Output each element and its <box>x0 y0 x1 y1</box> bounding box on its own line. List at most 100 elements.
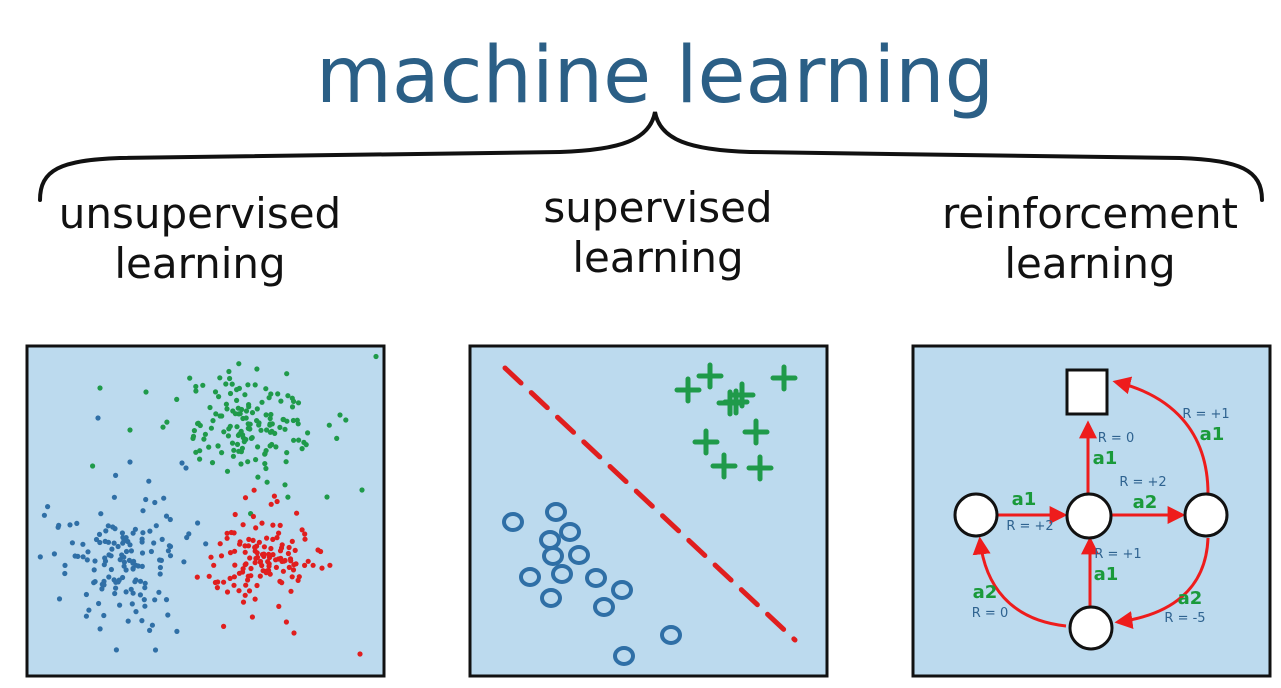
cluster-point-red <box>236 570 242 576</box>
terminal-state <box>1065 368 1109 416</box>
cluster-point-green <box>256 422 262 428</box>
cluster-point-blue <box>83 613 89 619</box>
cluster-point-green <box>223 401 229 407</box>
rl-label-r-top-right: R = +1 <box>1182 407 1229 422</box>
cluster-point-red <box>289 574 295 580</box>
cluster-point-blue <box>72 553 78 559</box>
cluster-point-green <box>236 448 242 454</box>
cluster-point-red <box>221 579 227 585</box>
cluster-point-blue <box>106 574 112 580</box>
cluster-point-blue <box>98 511 104 517</box>
state-node-right <box>1183 492 1229 538</box>
circle-marker <box>611 580 633 600</box>
cluster-point-red <box>302 562 308 569</box>
cluster-point-blue <box>56 596 63 602</box>
cluster-point-green <box>217 413 223 419</box>
cluster-point-red <box>224 535 230 541</box>
cluster-point-red <box>232 511 238 518</box>
cluster-point-blue <box>121 563 127 569</box>
cluster-point-green <box>324 494 330 500</box>
cluster-point-red <box>315 547 321 553</box>
cluster-point-green <box>264 479 270 485</box>
cluster-point-green <box>236 385 242 391</box>
cluster-point-blue <box>37 554 43 560</box>
cluster-point-blue <box>127 542 133 548</box>
cluster-point-red <box>231 574 237 580</box>
category-unsupervised: unsupervised learning <box>59 189 341 288</box>
cluster-point-green <box>97 385 103 391</box>
edge-bottom-to-left <box>972 536 1067 628</box>
rl-graph: R = +1 a1 R = 0 a1 R = +2 a2 a1 R = +2 R… <box>953 368 1230 651</box>
cluster-point-green <box>190 433 197 439</box>
decision-boundary <box>502 365 798 643</box>
cluster-point-green <box>245 459 251 465</box>
cluster-point-green <box>197 422 203 429</box>
cluster-point-red <box>260 568 266 574</box>
cluster-point-green <box>296 437 302 443</box>
rl-label-a-center-up: a1 <box>1093 448 1118 469</box>
cluster-point-red <box>268 501 274 507</box>
cluster-point-blue <box>157 557 163 563</box>
cluster-point-green <box>226 368 232 375</box>
cluster-point-red <box>266 551 272 558</box>
cluster-point-blue <box>156 589 162 595</box>
panel-unsupervised <box>25 344 386 678</box>
cluster-points <box>37 353 379 657</box>
cluster-point-green <box>275 391 281 397</box>
cluster-point-blue <box>139 563 145 570</box>
cluster-point-green <box>245 425 251 431</box>
cluster-point-red <box>208 554 214 560</box>
cluster-point-blue <box>113 647 119 653</box>
cluster-point-blue <box>91 567 97 573</box>
cluster-point-red <box>292 547 298 554</box>
cluster-point-green <box>197 448 203 454</box>
cluster-point-red <box>257 573 263 579</box>
cluster-point-blue <box>92 558 98 564</box>
cluster-point-red <box>252 560 258 566</box>
cluster-point-green <box>223 381 229 387</box>
cluster-point-green <box>197 456 203 462</box>
cluster-point-blue <box>45 504 51 510</box>
cluster-point-green <box>193 388 199 394</box>
cluster-point-blue <box>142 585 148 591</box>
cluster-point-green <box>246 404 252 410</box>
category-supervised: supervised learning <box>543 183 772 282</box>
cluster-point-green <box>164 419 170 425</box>
plus-marker <box>722 388 750 416</box>
cluster-point-green <box>239 445 245 451</box>
cluster-point-red <box>248 573 254 579</box>
cluster-point-blue <box>166 543 172 549</box>
cluster-point-green <box>235 405 241 411</box>
cluster-point-red <box>212 579 218 586</box>
cluster-point-red <box>266 561 272 567</box>
cluster-point-green <box>225 433 231 439</box>
cluster-point-blue <box>163 513 170 519</box>
cluster-point-blue <box>113 579 119 585</box>
cluster-point-red <box>282 557 288 564</box>
cluster-point-blue <box>140 530 146 536</box>
cluster-point-green <box>268 411 274 418</box>
state-node-left <box>953 492 999 538</box>
circle-marker <box>660 625 682 645</box>
plus-marker <box>746 454 774 482</box>
cluster-point-red <box>268 545 274 552</box>
cluster-point-red <box>221 623 227 630</box>
category-label-line1: unsupervised <box>59 189 341 238</box>
rl-label-r-center-right: R = +2 <box>1119 475 1166 490</box>
cluster-point-green <box>227 390 234 397</box>
cluster-point-blue <box>159 536 165 543</box>
cluster-point-red <box>296 574 302 580</box>
cluster-point-blue <box>67 522 73 528</box>
cluster-point-red <box>253 555 259 562</box>
cluster-point-blue <box>195 520 201 526</box>
cluster-point-blue <box>69 540 75 546</box>
cluster-point-green <box>174 396 180 402</box>
plus-marker <box>692 428 720 456</box>
cluster-point-green <box>255 474 261 480</box>
cluster-point-blue <box>151 540 157 546</box>
cluster-point-red <box>240 599 247 605</box>
cluster-point-green <box>326 422 332 428</box>
cluster-point-red <box>277 548 284 554</box>
cluster-point-blue <box>149 622 155 628</box>
cluster-point-red <box>243 561 249 567</box>
